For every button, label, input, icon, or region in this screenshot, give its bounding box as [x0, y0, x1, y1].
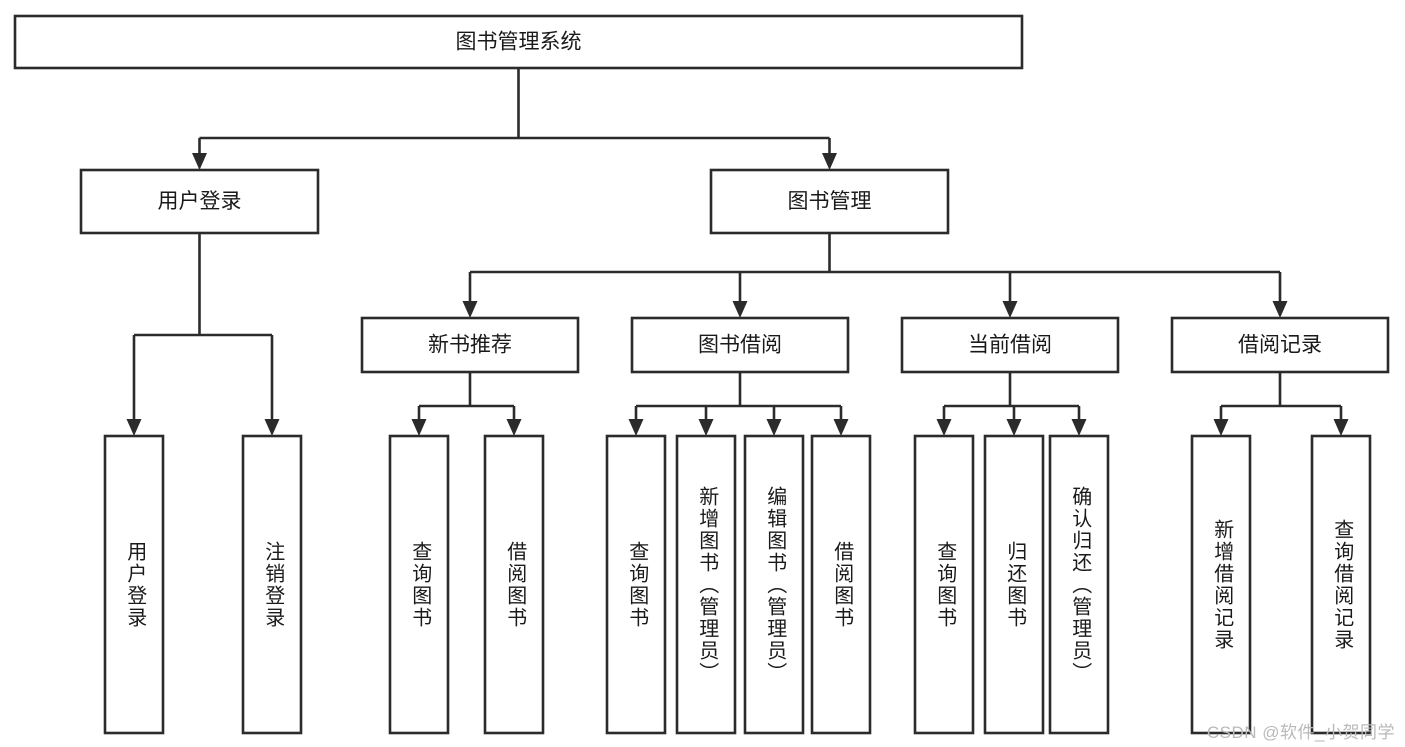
leaf-node-box-2[interactable] — [388, 434, 450, 735]
level3-node-box-3[interactable] — [1170, 316, 1390, 374]
arrow-head-icon — [411, 419, 427, 436]
arrow-head-icon — [126, 419, 142, 436]
arrow-head-icon — [936, 419, 952, 436]
level3-node-label-0: 新书推荐 — [428, 334, 512, 357]
arrow-head-icon — [1071, 419, 1087, 436]
arrow-head-icon — [506, 419, 522, 436]
leaf-node-box-0[interactable] — [103, 434, 165, 735]
arrow-head-icon — [732, 301, 748, 318]
arrow-head-icon — [1272, 301, 1288, 318]
arrow-head-icon — [698, 419, 714, 436]
arrow-head-icon — [1333, 419, 1349, 436]
leaf-node-box-11[interactable] — [1190, 434, 1252, 735]
arrow-head-icon — [628, 419, 644, 436]
arrow-head-icon — [833, 419, 849, 436]
root-node-label-0: 图书管理系统 — [456, 31, 582, 54]
arrow-head-icon — [766, 419, 782, 436]
level3-node-box-0[interactable] — [360, 316, 580, 374]
level2-node-label-1: 图书管理 — [788, 190, 872, 213]
leaf-node-box-9[interactable] — [983, 434, 1045, 735]
arrow-head-icon — [462, 301, 478, 318]
leaf-node-box-5[interactable] — [675, 434, 737, 735]
level2-node-label-0: 用户登录 — [158, 190, 242, 213]
leaf-node-box-10[interactable] — [1048, 434, 1110, 735]
root-node-box-0[interactable] — [13, 14, 1024, 70]
arrow-head-icon — [822, 153, 837, 170]
boxes-layer — [13, 14, 1390, 735]
level2-node-box-0[interactable] — [79, 168, 320, 235]
level3-node-label-2: 当前借阅 — [968, 334, 1052, 357]
leaf-node-box-8[interactable] — [913, 434, 975, 735]
leaf-node-box-3[interactable] — [483, 434, 545, 735]
level3-node-label-3: 借阅记录 — [1238, 334, 1322, 357]
edges-layer — [126, 68, 1349, 436]
level3-node-label-1: 图书借阅 — [698, 334, 782, 357]
leaf-node-box-4[interactable] — [605, 434, 667, 735]
level3-node-box-2[interactable] — [900, 316, 1120, 374]
arrow-head-icon — [1002, 301, 1018, 318]
leaf-node-box-1[interactable] — [241, 434, 303, 735]
leaf-node-box-12[interactable] — [1310, 434, 1372, 735]
leaf-node-box-7[interactable] — [810, 434, 872, 735]
arrow-head-icon — [192, 153, 207, 170]
leaf-node-box-6[interactable] — [743, 434, 805, 735]
arrow-head-icon — [1213, 419, 1229, 436]
arrow-head-icon — [1006, 419, 1022, 436]
arrow-head-icon — [264, 419, 280, 436]
level3-node-box-1[interactable] — [630, 316, 850, 374]
watermark: CSDN @软件_小贺同学 — [1206, 723, 1395, 742]
level2-node-box-1[interactable] — [709, 168, 950, 235]
